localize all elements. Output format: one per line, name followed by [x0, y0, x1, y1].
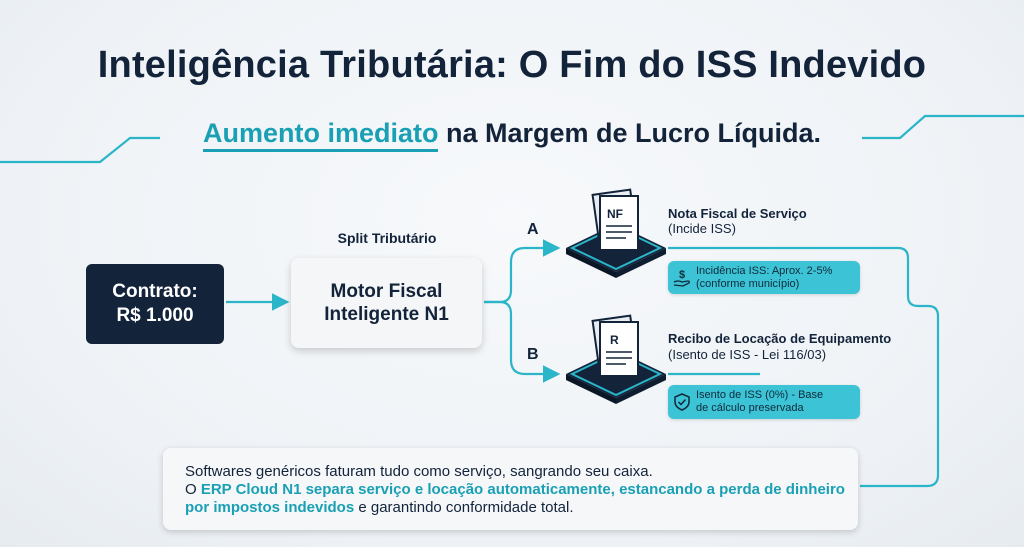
- contract-value: R$ 1.000: [116, 305, 194, 326]
- branch-a-title: Nota Fiscal de Serviço: [668, 206, 807, 221]
- note-line1: Softwares genéricos faturam tudo como se…: [185, 463, 653, 480]
- decor-line-left: [0, 136, 160, 164]
- branch-b-pill-line2: de cálculo preservada: [696, 402, 804, 414]
- branch-b-subtitle: (Isento de ISS - Lei 116/03): [668, 347, 827, 362]
- receipt-icon-text: R: [610, 333, 619, 347]
- note-suffix: e garantindo conformidade total.: [354, 499, 574, 516]
- branch-a-pill-line2: (conforme município): [696, 277, 800, 290]
- return-line-a: [668, 246, 940, 488]
- page-title: Inteligência Tributária: O Fim do ISS In…: [97, 44, 927, 86]
- branch-a-pill-line1: Incidência ISS: Aprox. 2-5%: [696, 264, 833, 277]
- note-highlight: ERP Cloud N1 separa serviço e locação au…: [185, 481, 845, 516]
- svg-text:$: $: [679, 269, 685, 281]
- branch-a-connector: [484, 239, 561, 304]
- engine-line2: Inteligente N1: [324, 304, 449, 325]
- contract-box: Contrato: R$ 1.000: [86, 264, 224, 344]
- page-subtitle: Aumento imediato na Margem de Lucro Líqu…: [0, 118, 1024, 152]
- split-label: Split Tributário: [337, 230, 437, 246]
- contract-label: Contrato:: [112, 281, 198, 302]
- invoice-document-icon: NF: [566, 188, 666, 278]
- engine-line1: Motor Fiscal: [330, 281, 443, 302]
- summary-note: Softwares genéricos faturam tudo como se…: [163, 448, 858, 530]
- branch-b-pill-line1: Isento de ISS (0%) - Base: [696, 389, 824, 401]
- engine-box: Motor Fiscal Inteligente N1: [291, 258, 482, 348]
- dollar-hand-icon: $: [668, 268, 696, 288]
- branch-a-pill: $ Incidência ISS: Aprox. 2-5%(conforme m…: [668, 261, 860, 294]
- receipt-document-icon: R: [566, 314, 666, 404]
- subtitle-highlight: Aumento imediato: [202, 118, 439, 152]
- subtitle-rest: na Margem de Lucro Líquida.: [438, 118, 822, 148]
- branch-a-letter: A: [527, 221, 539, 238]
- branch-b-connector: [484, 300, 561, 383]
- invoice-icon-text: NF: [607, 207, 623, 221]
- branch-a-pill-text: Incidência ISS: Aprox. 2-5%(conforme mun…: [696, 265, 832, 291]
- note-body: O ERP Cloud N1 separa serviço e locação …: [185, 481, 845, 517]
- note-prefix: O: [185, 481, 201, 498]
- decor-line-right: [862, 114, 1024, 140]
- shield-check-icon: [668, 392, 696, 412]
- branch-b-title: Recibo de Locação de Equipamento: [668, 331, 892, 346]
- branch-a-subtitle: (Incide ISS): [668, 221, 736, 236]
- branch-b-letter: B: [527, 346, 539, 363]
